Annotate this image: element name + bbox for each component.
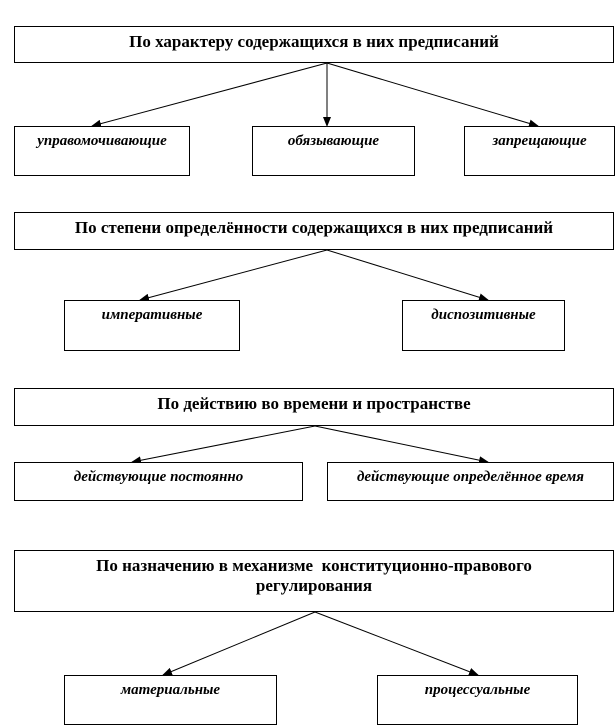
node-dispozitivnye: диспозитивные: [402, 300, 565, 351]
heading-by-degree-of-certainty: По степени определённости содержащихся в…: [14, 212, 614, 250]
node-label: императивные: [101, 307, 203, 323]
heading-text-line2: регулирования: [255, 576, 373, 595]
heading-text-line1: По назначению в механизме конституционно…: [96, 556, 532, 575]
node-label: процессуальные: [424, 682, 531, 698]
node-label: обязывающие: [287, 133, 380, 149]
arrow-g3-to-postoyanno: [131, 425, 316, 465]
heading-text: По действию во времени и пространстве: [157, 394, 471, 413]
heading-by-time-and-space: По действию во времени и пространстве: [14, 388, 614, 426]
arrow-g4-to-protsessualnye: [314, 611, 479, 676]
arrow-g1-to-zapreshchayushchie: [326, 62, 539, 128]
node-label: материальные: [120, 682, 221, 698]
node-label: диспозитивные: [431, 307, 536, 323]
node-protsessualnye: процессуальные: [377, 675, 578, 725]
heading-by-nature-of-prescriptions: По характеру содержащихся в них предписа…: [14, 26, 614, 63]
arrow-g1-to-upravomochivayushchie: [91, 62, 328, 128]
arrow-g3-to-opredelyonnoe-vremya: [314, 425, 489, 465]
node-zapreshchayushchie: запрещающие: [464, 126, 615, 176]
node-imperativnye: императивные: [64, 300, 240, 351]
arrow-g2-to-imperativnye: [139, 249, 328, 302]
heading-text: По степени определённости содержащихся в…: [74, 218, 554, 237]
node-label: управомочивающие: [37, 133, 167, 149]
node-obyazyvayushchie: обязывающие: [252, 126, 415, 176]
node-deystvuyushchie-postoyanno: действующие постоянно: [14, 462, 303, 501]
node-materialnye: материальные: [64, 675, 277, 725]
node-deystvuyushchie-opredelyonnoe-vremya: действующие определённое время: [327, 462, 614, 501]
arrow-g2-to-dispozitivnye: [326, 249, 489, 302]
node-label: действующие постоянно: [73, 469, 244, 485]
node-upravomochivayushchie: управомочивающие: [14, 126, 190, 176]
arrow-g4-to-materialnye: [162, 611, 316, 676]
heading-by-purpose-in-regulation: По назначению в механизме конституционно…: [14, 550, 614, 612]
node-label: запрещающие: [492, 133, 587, 149]
node-label: действующие определённое время: [356, 469, 585, 485]
heading-text: По характеру содержащихся в них предписа…: [129, 32, 499, 51]
